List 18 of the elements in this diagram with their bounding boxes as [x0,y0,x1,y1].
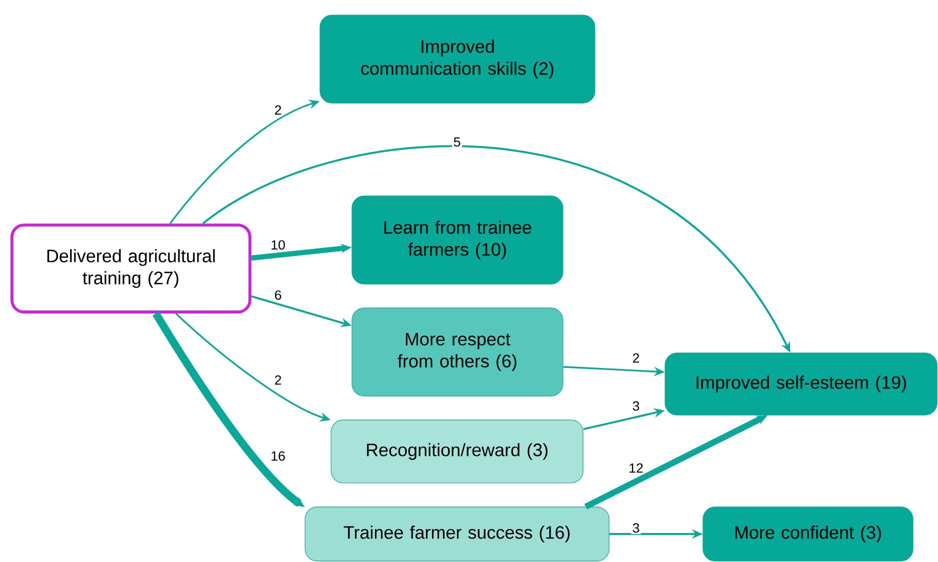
outcome-box: Recognition/reward (3) [330,420,584,484]
edge-label: 2 [272,104,284,116]
edge-label: 10 [269,238,287,251]
edge-label: 16 [269,450,287,462]
edge-label: 2 [272,374,284,386]
outcome-box: Improved communication skills (2) [320,14,596,104]
outcome-box: Learn from trainee farmers (10) [352,196,564,284]
edge-label: 12 [627,462,645,474]
edge-label: 5 [452,136,462,148]
outcome-box: Improved self-esteem (19) [664,352,938,416]
start-box: Delivered agricultural training (27) [10,224,252,314]
edge-label: 2 [630,352,642,364]
edge-label: 3 [630,400,642,412]
outcome-box: More confident (3) [702,506,914,562]
edge-label: 6 [272,289,284,302]
outcome-box: More respect from others (6) [352,308,564,396]
edge-label: 3 [630,522,642,534]
outcome-box: Trainee farmer success (16) [304,506,610,562]
